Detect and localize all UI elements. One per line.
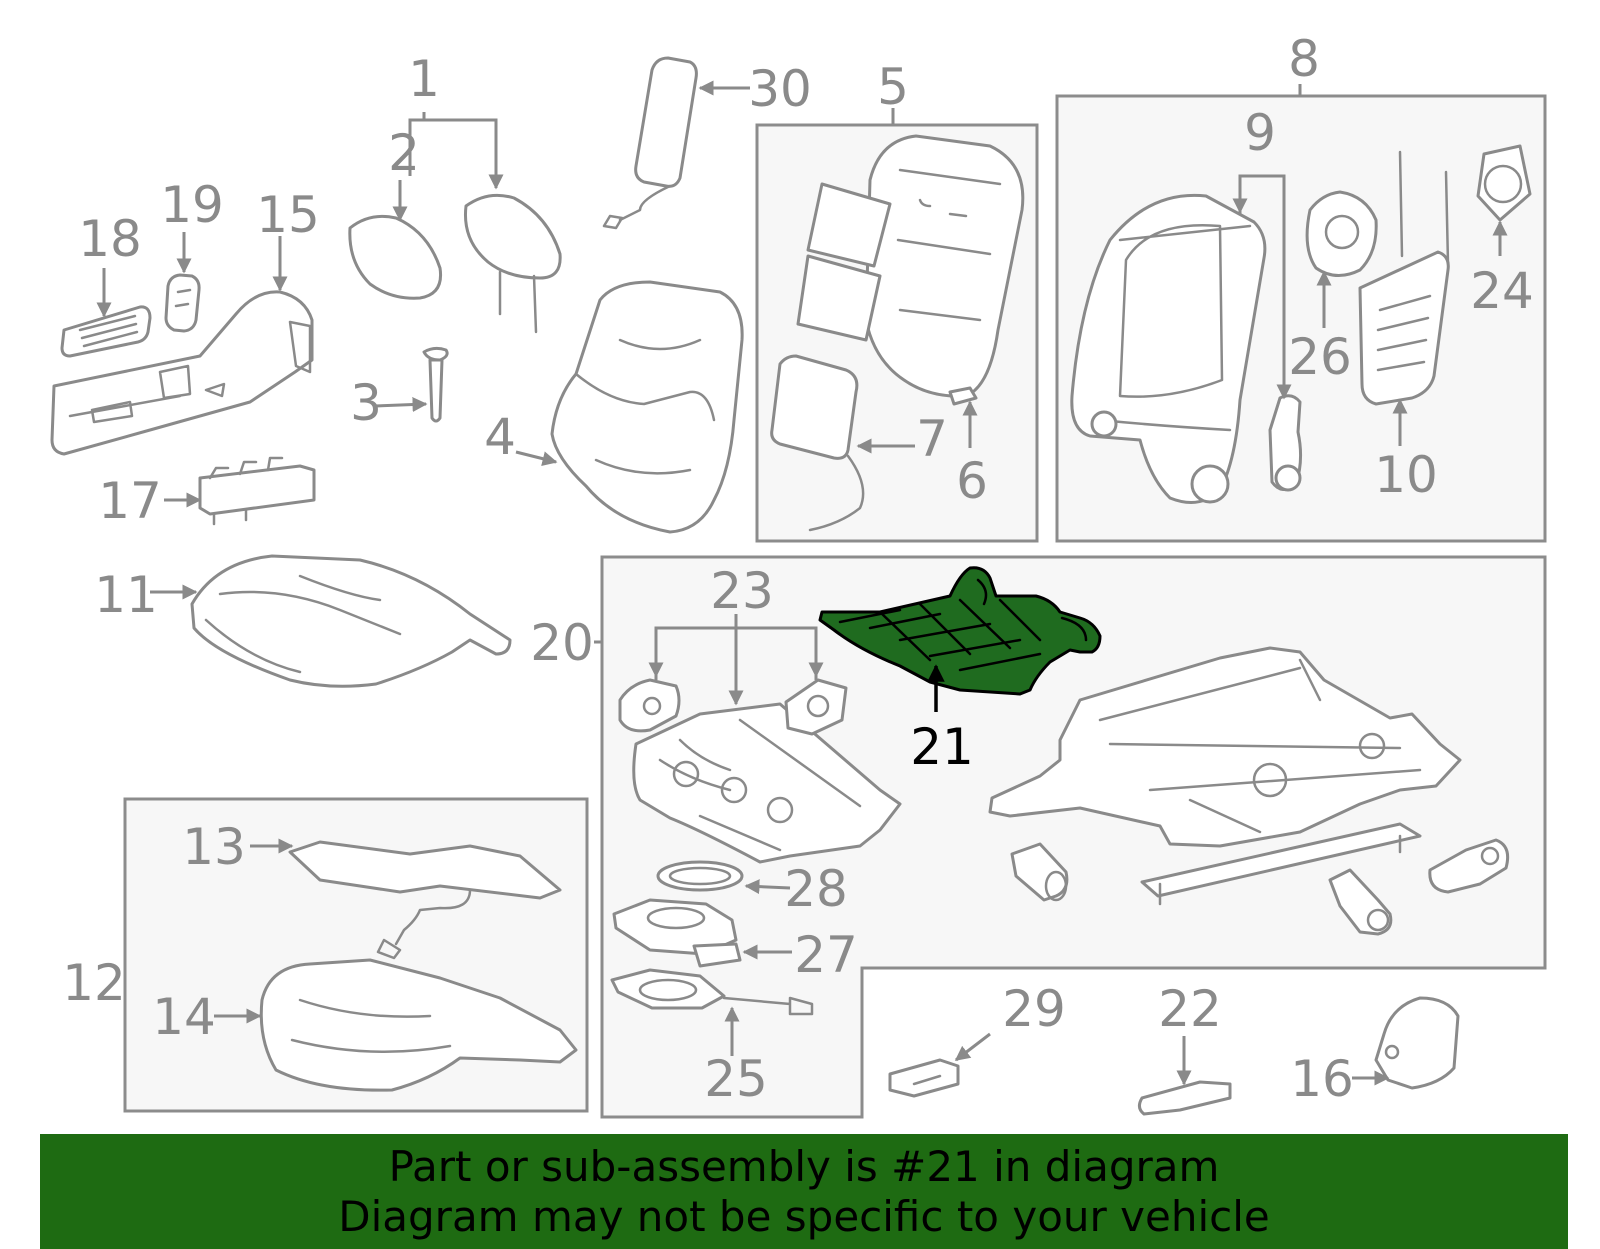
callout-28[interactable]: 28 [784,860,848,918]
part-11-cushion-cover[interactable] [190,554,512,688]
callout-20[interactable]: 20 [530,614,594,672]
part-29-switch[interactable] [888,1058,960,1098]
callout-24[interactable]: 24 [1470,262,1534,320]
callout-1[interactable]: 1 [408,50,440,108]
part-20-motor-a[interactable] [1010,842,1069,902]
part-23-bracket-right[interactable] [784,678,848,736]
part-26-actuator[interactable] [1305,190,1378,277]
part-24-plate[interactable] [1476,144,1532,222]
callout-2[interactable]: 2 [388,124,420,182]
part-23-pan[interactable] [632,702,902,864]
callout-26[interactable]: 26 [1288,328,1352,386]
part-6-clip[interactable] [948,386,978,406]
part-20-motor-b[interactable] [1328,868,1393,936]
callout-14[interactable]: 14 [152,988,216,1046]
callout-11[interactable]: 11 [94,566,158,624]
callout-8[interactable]: 8 [1288,30,1320,88]
part-4-seatback-cover[interactable] [550,280,744,534]
info-banner: Part or sub-assembly is #21 in diagram D… [40,1134,1568,1249]
callout-numbers: 1 2 3 4 5 6 7 8 9 10 11 12 13 14 15 16 1… [62,30,1534,1108]
callout-10[interactable]: 10 [1374,446,1438,504]
callout-13[interactable]: 13 [182,818,246,876]
callout-27[interactable]: 27 [794,926,858,984]
callout-3[interactable]: 3 [350,374,382,432]
part-18-knob[interactable] [60,305,152,358]
part-9-seatback-frame[interactable] [1070,193,1267,504]
banner-line-2: Diagram may not be specific to your vehi… [338,1191,1270,1241]
part-14-cushion-pad[interactable] [259,958,578,1092]
callout-7[interactable]: 7 [916,410,948,468]
callout-17[interactable]: 17 [98,472,162,530]
part-28-ring[interactable] [656,860,744,892]
part-23-bracket-left[interactable] [618,678,681,733]
part-22-handle[interactable] [1137,1080,1232,1116]
callout-23[interactable]: 23 [710,562,774,620]
callout-16[interactable]: 16 [1290,1050,1354,1108]
part-15-side-cover[interactable] [50,290,314,456]
callout-9[interactable]: 9 [1244,104,1276,162]
part-19-knob[interactable] [164,273,201,333]
callout-29[interactable]: 29 [1002,980,1066,1038]
part-2-headrest[interactable] [348,214,443,300]
part-27-motor-mount[interactable] [612,898,742,968]
callout-21[interactable]: 21 [910,718,974,776]
part-1-headrest[interactable] [463,193,562,334]
part-9-motor[interactable] [1268,394,1303,492]
callout-15[interactable]: 15 [256,186,320,244]
part-25-sensor[interactable] [610,968,814,1016]
part-17-switch[interactable] [198,456,316,526]
callout-25[interactable]: 25 [704,1050,768,1108]
part-10-lumbar[interactable] [1358,150,1450,406]
callout-5[interactable]: 5 [877,58,909,116]
callout-6[interactable]: 6 [956,452,988,510]
part-3-guide[interactable] [422,346,449,423]
callout-22[interactable]: 22 [1158,980,1222,1038]
leader-lines [96,80,1508,1086]
part-13-heater[interactable] [288,840,562,960]
callout-4[interactable]: 4 [484,408,516,466]
part-5-seatback-pad[interactable] [864,134,1025,398]
part-7-heater[interactable] [770,182,892,532]
part-20-seat-frame[interactable] [988,646,1462,906]
callout-30[interactable]: 30 [748,60,812,118]
callout-18[interactable]: 18 [78,210,142,268]
callout-12[interactable]: 12 [62,954,126,1012]
callout-19[interactable]: 19 [160,176,224,234]
part-16-cover[interactable] [1374,996,1460,1090]
banner-line-1: Part or sub-assembly is #21 in diagram [388,1141,1220,1191]
part-30-airbag[interactable] [602,56,698,230]
part-20-motor-c[interactable] [1428,838,1510,894]
